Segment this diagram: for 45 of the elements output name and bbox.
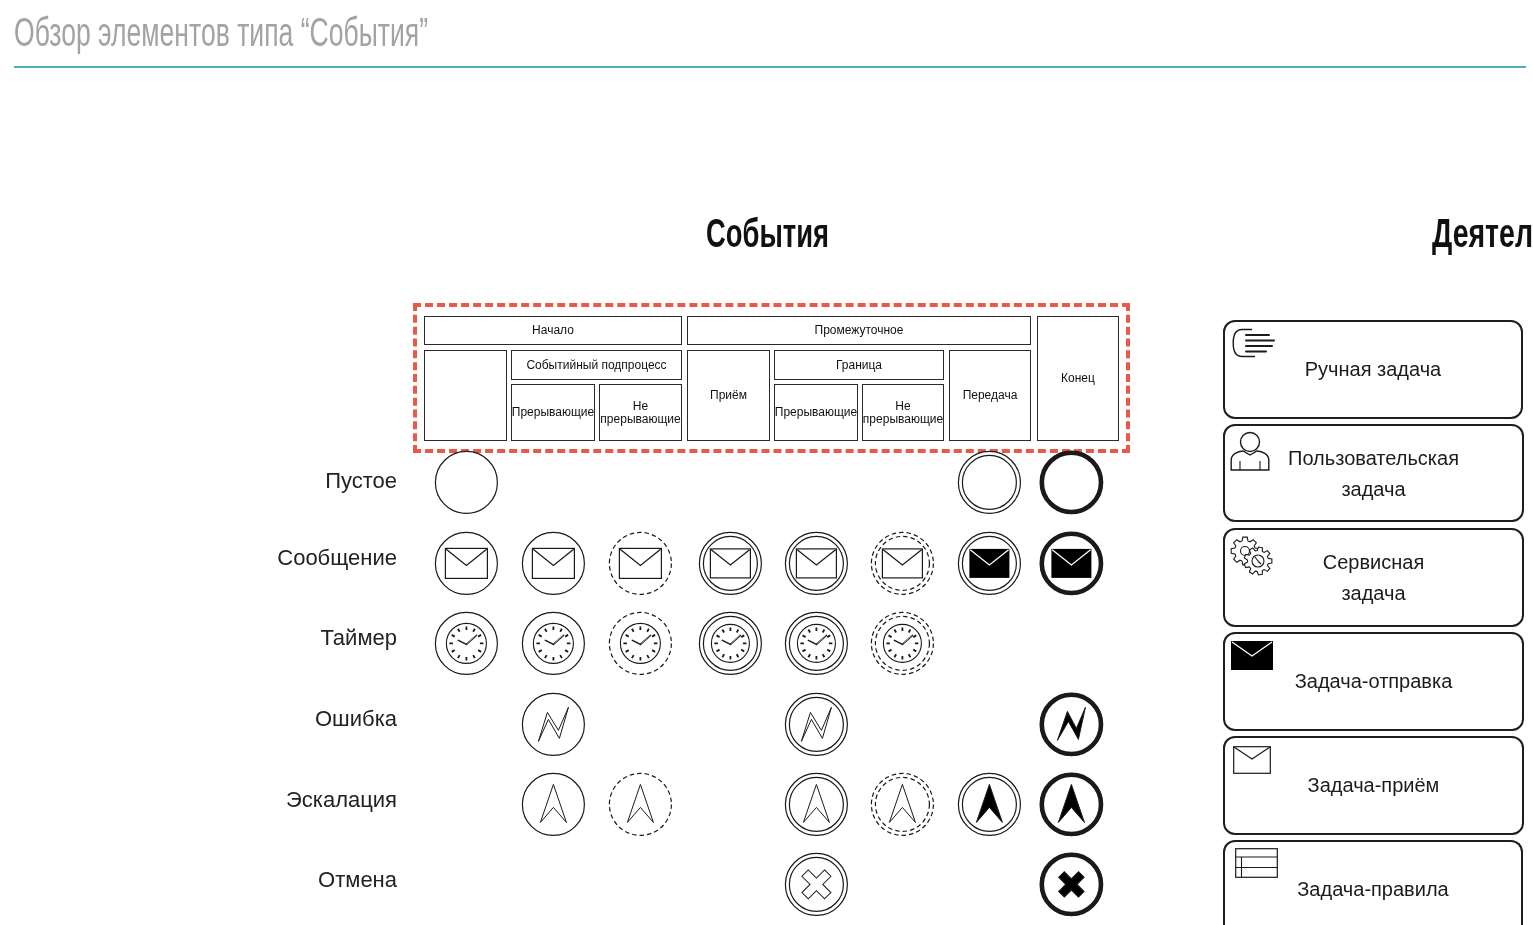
row-label: Эскалация [285,789,397,811]
task-box [1223,528,1524,627]
column-heading: Приём [710,389,747,402]
row-label: Таймер [320,627,397,649]
task-name: Ручная задача [1303,357,1443,382]
task-box [1223,424,1524,522]
header-cell [862,384,944,441]
header-cell [949,350,1031,441]
empty-cell [424,350,507,441]
row-label: Пустое [325,470,397,492]
column-heading: Событийный подпроцесс [526,358,667,372]
task-box [1223,632,1524,731]
header-cell [687,350,770,441]
column-heading: Прерывающие [774,406,858,419]
task-name: Пользовательская задача [1287,445,1460,502]
column-heading: Передача [962,389,1018,402]
header-cell [774,350,944,380]
task-box [1223,736,1524,835]
row-label: Отмена [318,869,397,891]
header-cell [1037,316,1119,441]
task-name: Сервисная задача [1321,549,1426,606]
column-heading: Не прерывающие [862,399,944,426]
header-cell [774,384,858,441]
column-heading: Не прерывающие [600,399,681,426]
task-name: Задача-правила [1296,877,1450,902]
column-heading: Конец [1061,372,1095,385]
section-heading: События [706,213,829,254]
dashed-frame [413,303,1130,453]
column-heading: Промежуточное [814,324,904,337]
row-label: Сообщение [277,547,397,569]
row-label: Ошибка [315,708,397,730]
header-cell [424,316,682,345]
page-title: Обзор элементов типа “События” [14,12,428,53]
column-heading: Прерывающие [511,406,595,419]
header-cell [599,384,682,441]
section-heading: Деятел [1432,213,1533,254]
task-box [1223,320,1523,419]
column-heading: Граница [835,358,883,372]
header-cell [511,350,682,380]
column-heading: Начало [532,324,574,337]
task-name: Задача-приём [1306,773,1441,798]
header-cell [511,384,595,441]
header-cell [687,316,1031,345]
task-name: Задача-отправка [1293,669,1454,694]
task-box [1223,840,1523,925]
